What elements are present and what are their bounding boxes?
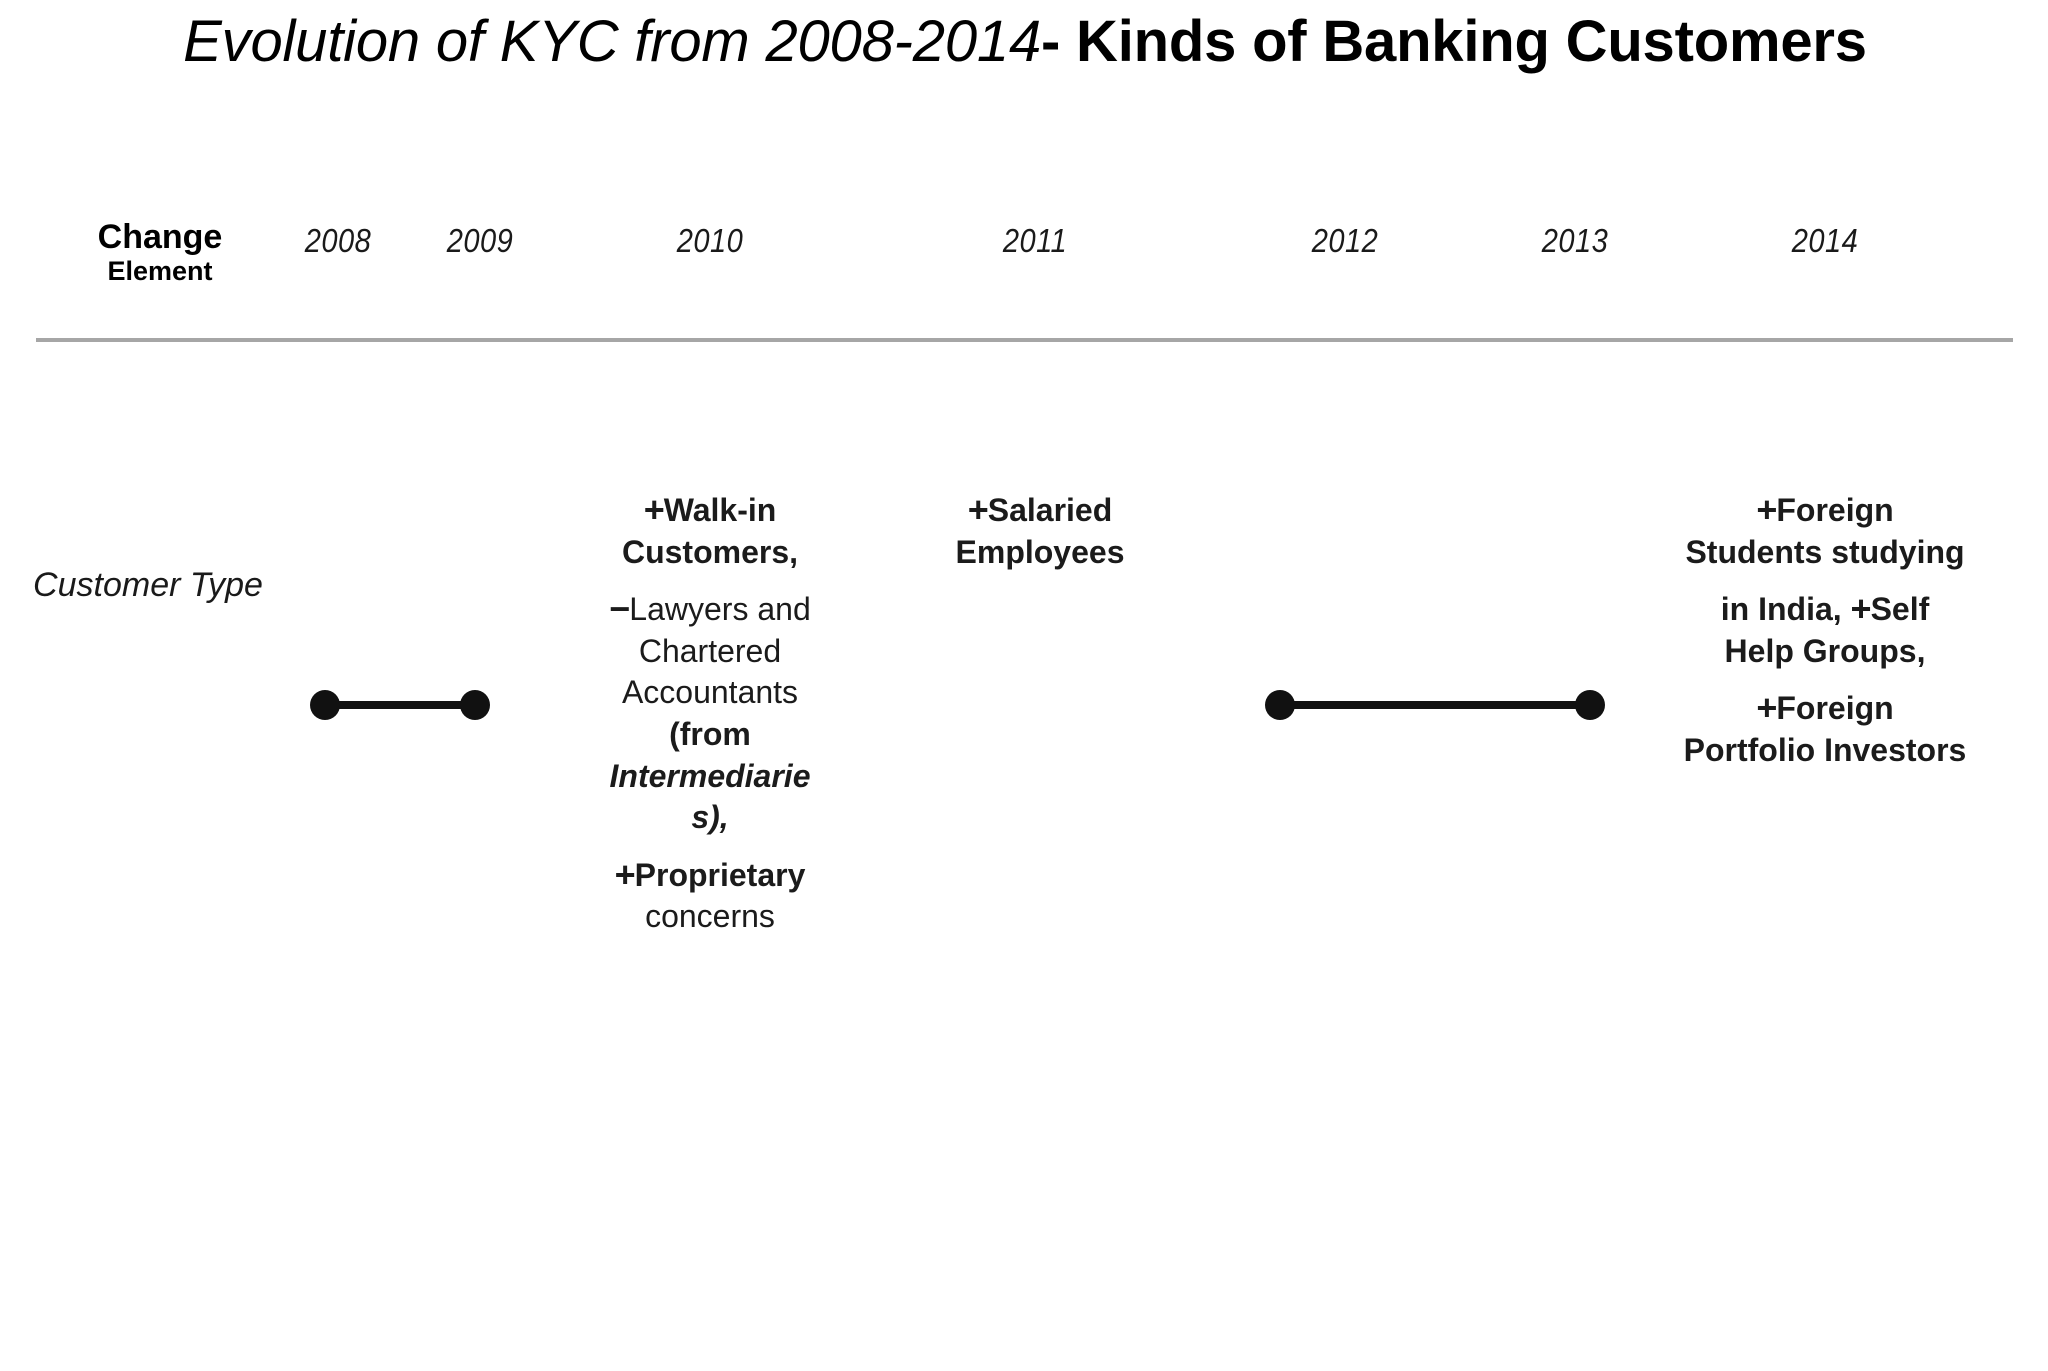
cell-2010-item-1: +Walk-in Customers, [560, 490, 860, 573]
timeline-row-customer-type: Customer Type +Walk-in Customers, −Lawye… [0, 350, 2048, 1090]
cell-2010-item-2-line1: Lawyers and [629, 591, 811, 628]
year-header-2008: 2008 [304, 222, 372, 259]
cell-2014-item-3-line1: Foreign [1776, 690, 1894, 727]
connector-bar [1279, 701, 1591, 709]
change-element-line1: Change [97, 218, 223, 256]
row-label-customer-type: Customer Type [33, 566, 263, 604]
timeline-header-row: Change Element 2008 2009 2010 2011 2012 … [0, 200, 2048, 342]
year-header-2009: 2009 [446, 222, 514, 259]
cell-2010-item-3: +Proprietary concerns [560, 855, 860, 938]
year-header-2012: 2012 [1311, 222, 1379, 259]
cell-2014-item-2-line2: Self [1870, 591, 1930, 628]
cell-2010-item-3-line1: Proprietary [634, 856, 806, 893]
year-header-2013: 2013 [1541, 222, 1609, 259]
cell-2010-item-1-line1: Walk-in [663, 492, 777, 528]
plus-sign-icon: + [1850, 588, 1872, 630]
cell-2014-customer-type: +Foreign Students studying in India, +Se… [1625, 490, 2025, 772]
year-header-2010: 2010 [676, 222, 744, 259]
page-title-bold: - Kinds of Banking Customers [1041, 9, 1867, 74]
plus-sign-icon: + [967, 489, 989, 530]
cell-2014-item-3-line2: Portfolio Investors [1683, 731, 1967, 768]
column-header-change-element: Change Element [60, 218, 260, 287]
cell-2010-item-2-line5: Intermediarie [609, 757, 811, 794]
plus-sign-icon: + [1756, 687, 1777, 729]
cell-2010-item-3-line2: concerns [645, 898, 775, 935]
connector-2008-2009 [310, 690, 490, 720]
cell-2010-item-2-line6: s), [691, 799, 729, 836]
plus-sign-icon: + [614, 853, 636, 895]
header-divider [36, 338, 2013, 342]
change-element-line2: Element [107, 256, 213, 287]
cell-2010-item-1-line2: Customers, [621, 533, 799, 570]
connector-dot-end-icon [460, 690, 490, 720]
cell-2011-item-1-line1: Salaried [987, 492, 1113, 528]
page-title: Evolution of KYC from 2008-2014- Kinds o… [120, 8, 1930, 76]
cell-2014-item-1-line2: Students studying [1685, 533, 1965, 570]
cell-2010-item-2-line4: (from [669, 715, 751, 752]
year-header-2011: 2011 [1002, 222, 1068, 259]
cell-2010-item-2-line3: Accountants [621, 674, 799, 711]
cell-2014-item-3: +Foreign Portfolio Investors [1625, 688, 2025, 771]
year-header-2014: 2014 [1791, 222, 1859, 259]
cell-2011-item-1: +Salaried Employees [895, 490, 1185, 573]
plus-sign-icon: + [643, 489, 665, 530]
plus-sign-icon: + [1756, 489, 1777, 530]
cell-2014-item-2-line1: in India, [1720, 591, 1842, 628]
cell-2010-customer-type: +Walk-in Customers, −Lawyers and Charter… [560, 490, 860, 938]
page-title-italic: Evolution of KYC from 2008-2014 [183, 9, 1042, 74]
connector-2012-2013 [1265, 690, 1605, 720]
cell-2011-item-1-line2: Employees [955, 533, 1125, 570]
connector-dot-end-icon [1575, 690, 1605, 720]
minus-sign-icon: − [609, 588, 630, 630]
timeline-table: Change Element 2008 2009 2010 2011 2012 … [0, 200, 2048, 1100]
cell-2010-item-2-line2: Chartered [638, 632, 782, 669]
cell-2014-item-1-line1: Foreign [1776, 492, 1894, 528]
cell-2014-item-2-line3: Help Groups, [1724, 632, 1926, 669]
cell-2014-item-1: +Foreign Students studying [1625, 490, 2025, 573]
cell-2014-item-2: in India, +Self Help Groups, [1625, 589, 2025, 672]
cell-2011-customer-type: +Salaried Employees [895, 490, 1185, 573]
connector-bar [324, 701, 476, 709]
cell-2010-item-2: −Lawyers and Chartered Accountants (from… [560, 589, 860, 839]
